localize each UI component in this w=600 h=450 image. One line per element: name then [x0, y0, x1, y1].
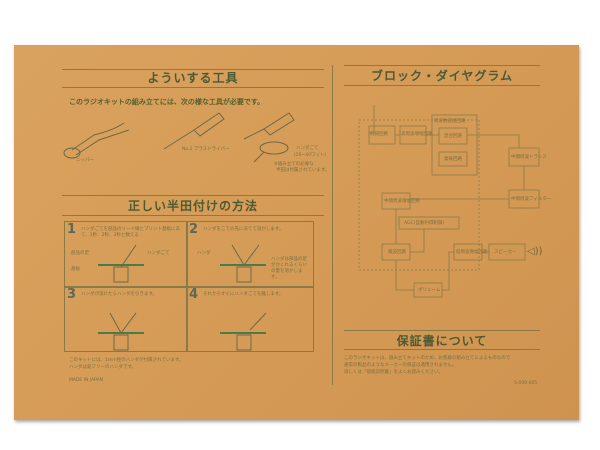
divider [344, 65, 540, 66]
step-number: 1 [67, 222, 77, 237]
step-label: ハンダ [197, 251, 211, 256]
step-2: 2 ハンダをこての先にあてて溶かします。 ハンダ ハンダは部品の足がかくれるくら… [186, 221, 314, 288]
step-text: それからすぐにハンダごてを離します。 [203, 292, 284, 297]
block: 中間周波フィルター [511, 197, 552, 202]
step-label: 基板 [71, 267, 80, 272]
tool-label-screwdriver: No.2 プラスドライバー [182, 147, 230, 152]
step-label: 部品の足 [71, 251, 89, 256]
block: 混合回路 [444, 134, 462, 139]
step-number: 2 [189, 222, 199, 237]
illustrations [63, 105, 540, 351]
solder-step-drawings [98, 244, 267, 351]
block-diagram-lines [358, 105, 540, 298]
step-number: 4 [189, 287, 199, 302]
step-3: 3 ハンダが溶けたらハンダを引きます。 [64, 286, 188, 352]
block: 中間周波増幅回路 [384, 199, 420, 204]
soldering-title: 正しい半田付けの方法 [127, 199, 258, 213]
block: 検波回路 [388, 250, 406, 255]
block: 発振回路 [444, 157, 462, 162]
block: 高周波増幅回路 [401, 132, 433, 137]
step-label: ハンダは部品の足がかくれるくらいの量を溶かします。 [271, 257, 307, 280]
tools-title: よういする工具 [147, 71, 239, 85]
soldering-iron-icon [243, 112, 295, 163]
block-diagram-title: ブロック・ダイヤグラム [370, 69, 514, 83]
step-text: ハンダをこての先にあてて溶かします。 [203, 227, 284, 232]
soldering-footer: このキットには、1mm径のハンダが付属されています。 [69, 358, 184, 363]
warranty-title: 保証書について [396, 334, 488, 348]
step-number: 3 [67, 287, 77, 302]
nippers-icon [63, 122, 130, 159]
made-in-label: MADE IN JAPAN [69, 378, 104, 383]
block: 同調回路 [370, 132, 388, 137]
soldering-footer: ハンダは鉛フリーのハンダです。 [69, 365, 137, 370]
product-code: S-000-005 [514, 381, 538, 386]
tool-label-soldering-iron: ハンダごて [296, 146, 319, 151]
speaker-icon: ◁)) [527, 246, 543, 257]
tools-note: ※組み立ての必要な [274, 162, 314, 167]
block: スピーカー [494, 250, 517, 255]
warranty-text: 通常の製品のようなメーカーの保証は適用されません。 [344, 363, 457, 368]
step-4: 4 それからすぐにハンダごてを離します。 [186, 286, 314, 352]
step-label: ハンダごて [147, 251, 170, 256]
tools-note: 半田は付属されています。 [276, 168, 330, 173]
block: ボリューム [418, 288, 441, 293]
divider [62, 69, 324, 70]
divider [344, 85, 540, 86]
tools-intro: このラジオキットの組み立てには、次の様な工具が必要です。 [69, 98, 265, 106]
tool-label-nippers: ニッパー [76, 158, 94, 163]
warranty-text: このラジオキットは、組み立てキットのため、お客様の組み立てによるものなので [344, 356, 511, 361]
warranty-text: 詳しくは「取扱説明書」をよくお読みください。 [344, 370, 443, 375]
divider [344, 330, 540, 331]
step-text: ハンダごてを部品のリード線とプリント基板にあて、1秒、2秒、3秒と数える [81, 227, 180, 238]
step-1: 1 ハンダごてを部品のリード線とプリント基板にあて、1秒、2秒、3秒と数える 部… [64, 221, 188, 288]
block: 周波数変換回路 [434, 119, 466, 124]
block: 中間周波トランス [511, 155, 547, 160]
step-text: ハンダが溶けたらハンダを引きます。 [81, 292, 158, 297]
block: AGC(自動利得制御) [404, 221, 445, 226]
soldering-iron-spec: (20~40ワット) [294, 153, 327, 158]
instruction-card: よういする工具 このラジオキットの組み立てには、次の様な工具が必要です。 [14, 45, 579, 420]
screwdriver-icon [163, 112, 225, 150]
divider [62, 87, 324, 88]
divider [62, 195, 324, 196]
divider [344, 349, 540, 350]
block: 低周波増幅回路 [456, 250, 488, 255]
column-divider [332, 65, 333, 385]
divider [62, 215, 324, 216]
